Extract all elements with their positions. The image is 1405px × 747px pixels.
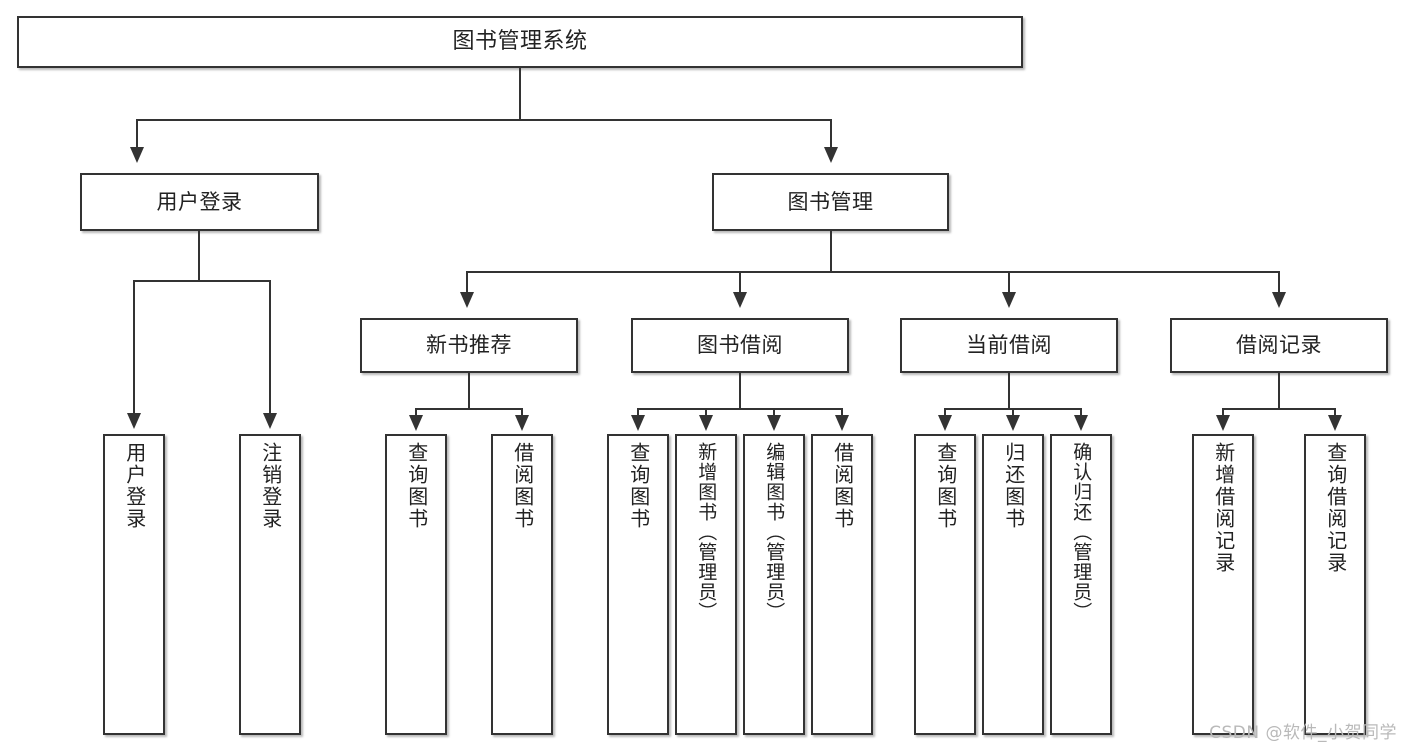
connector-cb-1 <box>944 408 946 418</box>
arrowhead-leaf-borrow-book-2 <box>835 415 849 431</box>
connector-book-borrow-bus <box>637 408 843 410</box>
node-label: 图书管理系统 <box>452 29 588 55</box>
connector-br-right <box>1334 408 1336 418</box>
arrowhead-leaf-add-record <box>1216 415 1230 431</box>
leaf-confirm-return[interactable]: 确认归还（管理员） <box>1050 434 1112 735</box>
arrowhead-current-borrow <box>1002 292 1016 308</box>
arrowhead-user-login <box>130 147 144 163</box>
leaf-query-book-3[interactable]: 查询图书 <box>914 434 976 735</box>
connector-user-login-right <box>269 280 271 415</box>
leaf-borrow-book-2[interactable]: 借阅图书 <box>811 434 873 735</box>
node-label: 图书管理 <box>787 189 874 214</box>
connector-current-borrow-stem <box>1008 373 1010 409</box>
connector-book-borrow-stem <box>739 373 741 409</box>
node-label: 用户登录 <box>156 189 243 214</box>
arrowhead-leaf-return-book <box>1006 415 1020 431</box>
arrowhead-leaf-query-record <box>1328 415 1342 431</box>
node-label: 确认归还（管理员） <box>1070 442 1093 622</box>
connector-br-left <box>1222 408 1224 418</box>
connector-bb-1 <box>637 408 639 418</box>
leaf-add-book[interactable]: 新增图书（管理员） <box>675 434 737 735</box>
leaf-query-record[interactable]: 查询借阅记录 <box>1304 434 1366 735</box>
watermark-text: CSDN @软件_小贺同学 <box>1209 723 1397 743</box>
connector-user-login-bus <box>133 280 271 282</box>
leaf-edit-book[interactable]: 编辑图书（管理员） <box>743 434 805 735</box>
connector-bb-3 <box>773 408 775 418</box>
connector-bb-2 <box>705 408 707 418</box>
node-label: 新增图书（管理员） <box>695 442 718 622</box>
connector-to-current-borrow <box>1008 271 1010 294</box>
node-label: 查询图书 <box>404 442 429 530</box>
node-current-borrow[interactable]: 当前借阅 <box>900 318 1118 373</box>
arrowhead-leaf-user-logout <box>263 413 277 429</box>
connector-new-book-recommend-stem <box>468 373 470 409</box>
node-user-login[interactable]: 用户登录 <box>80 173 319 231</box>
node-label: 归还图书 <box>1001 442 1026 530</box>
node-label: 当前借阅 <box>966 333 1052 358</box>
arrowhead-leaf-query-book-3 <box>938 415 952 431</box>
node-book-borrow[interactable]: 图书借阅 <box>631 318 849 373</box>
node-new-book-recommend[interactable]: 新书推荐 <box>360 318 578 373</box>
node-label: 查询图书 <box>626 442 651 530</box>
leaf-borrow-book-1[interactable]: 借阅图书 <box>491 434 553 735</box>
node-label: 图书借阅 <box>697 333 783 358</box>
node-label: 新增借阅记录 <box>1211 442 1236 574</box>
arrowhead-leaf-edit-book <box>767 415 781 431</box>
connector-cb-3 <box>1080 408 1082 418</box>
arrowhead-borrow-record <box>1272 292 1286 308</box>
arrowhead-leaf-confirm-return <box>1074 415 1088 431</box>
connector-root-to-book-manage <box>830 119 832 149</box>
node-label: 用户登录 <box>122 442 147 530</box>
connector-user-login-left <box>133 280 135 415</box>
node-root-system[interactable]: 图书管理系统 <box>17 16 1023 68</box>
node-label: 编辑图书（管理员） <box>763 442 786 622</box>
connector-to-borrow-record <box>1278 271 1280 294</box>
leaf-query-book-1[interactable]: 查询图书 <box>385 434 447 735</box>
arrowhead-leaf-borrow-book-1 <box>515 415 529 431</box>
connector-root-bus <box>136 119 832 121</box>
arrowhead-book-borrow <box>733 292 747 308</box>
connector-book-manage-bus <box>466 271 1280 273</box>
connector-to-book-borrow <box>739 271 741 294</box>
connector-bb-4 <box>841 408 843 418</box>
leaf-query-book-2[interactable]: 查询图书 <box>607 434 669 735</box>
connector-cb-2 <box>1012 408 1014 418</box>
node-borrow-record[interactable]: 借阅记录 <box>1170 318 1388 373</box>
leaf-user-login[interactable]: 用户登录 <box>103 434 165 735</box>
node-label: 借阅图书 <box>830 442 855 530</box>
node-label: 查询图书 <box>933 442 958 530</box>
connector-to-new-book-recommend <box>466 271 468 294</box>
arrowhead-new-book-recommend <box>460 292 474 308</box>
leaf-add-record[interactable]: 新增借阅记录 <box>1192 434 1254 735</box>
connector-borrow-record-bus <box>1222 408 1336 410</box>
connector-nbr-right <box>521 408 523 418</box>
node-book-manage[interactable]: 图书管理 <box>712 173 949 231</box>
arrowhead-leaf-add-book <box>699 415 713 431</box>
connector-root-to-user-login <box>136 119 138 149</box>
node-label: 注销登录 <box>258 442 283 530</box>
node-label: 借阅图书 <box>510 442 535 530</box>
arrowhead-leaf-query-book-2 <box>631 415 645 431</box>
connector-book-manage-stem <box>830 231 832 272</box>
connector-nbr-left <box>415 408 417 418</box>
connector-new-book-recommend-bus <box>415 408 523 410</box>
leaf-return-book[interactable]: 归还图书 <box>982 434 1044 735</box>
connector-borrow-record-stem <box>1278 373 1280 409</box>
arrowhead-leaf-user-login <box>127 413 141 429</box>
connector-root-stem <box>519 68 521 120</box>
node-label: 新书推荐 <box>426 333 512 358</box>
leaf-user-logout[interactable]: 注销登录 <box>239 434 301 735</box>
node-label: 借阅记录 <box>1236 333 1322 358</box>
arrowhead-book-manage <box>824 147 838 163</box>
node-label: 查询借阅记录 <box>1323 442 1348 574</box>
arrowhead-leaf-query-book-1 <box>409 415 423 431</box>
connector-user-login-stem <box>198 231 200 281</box>
